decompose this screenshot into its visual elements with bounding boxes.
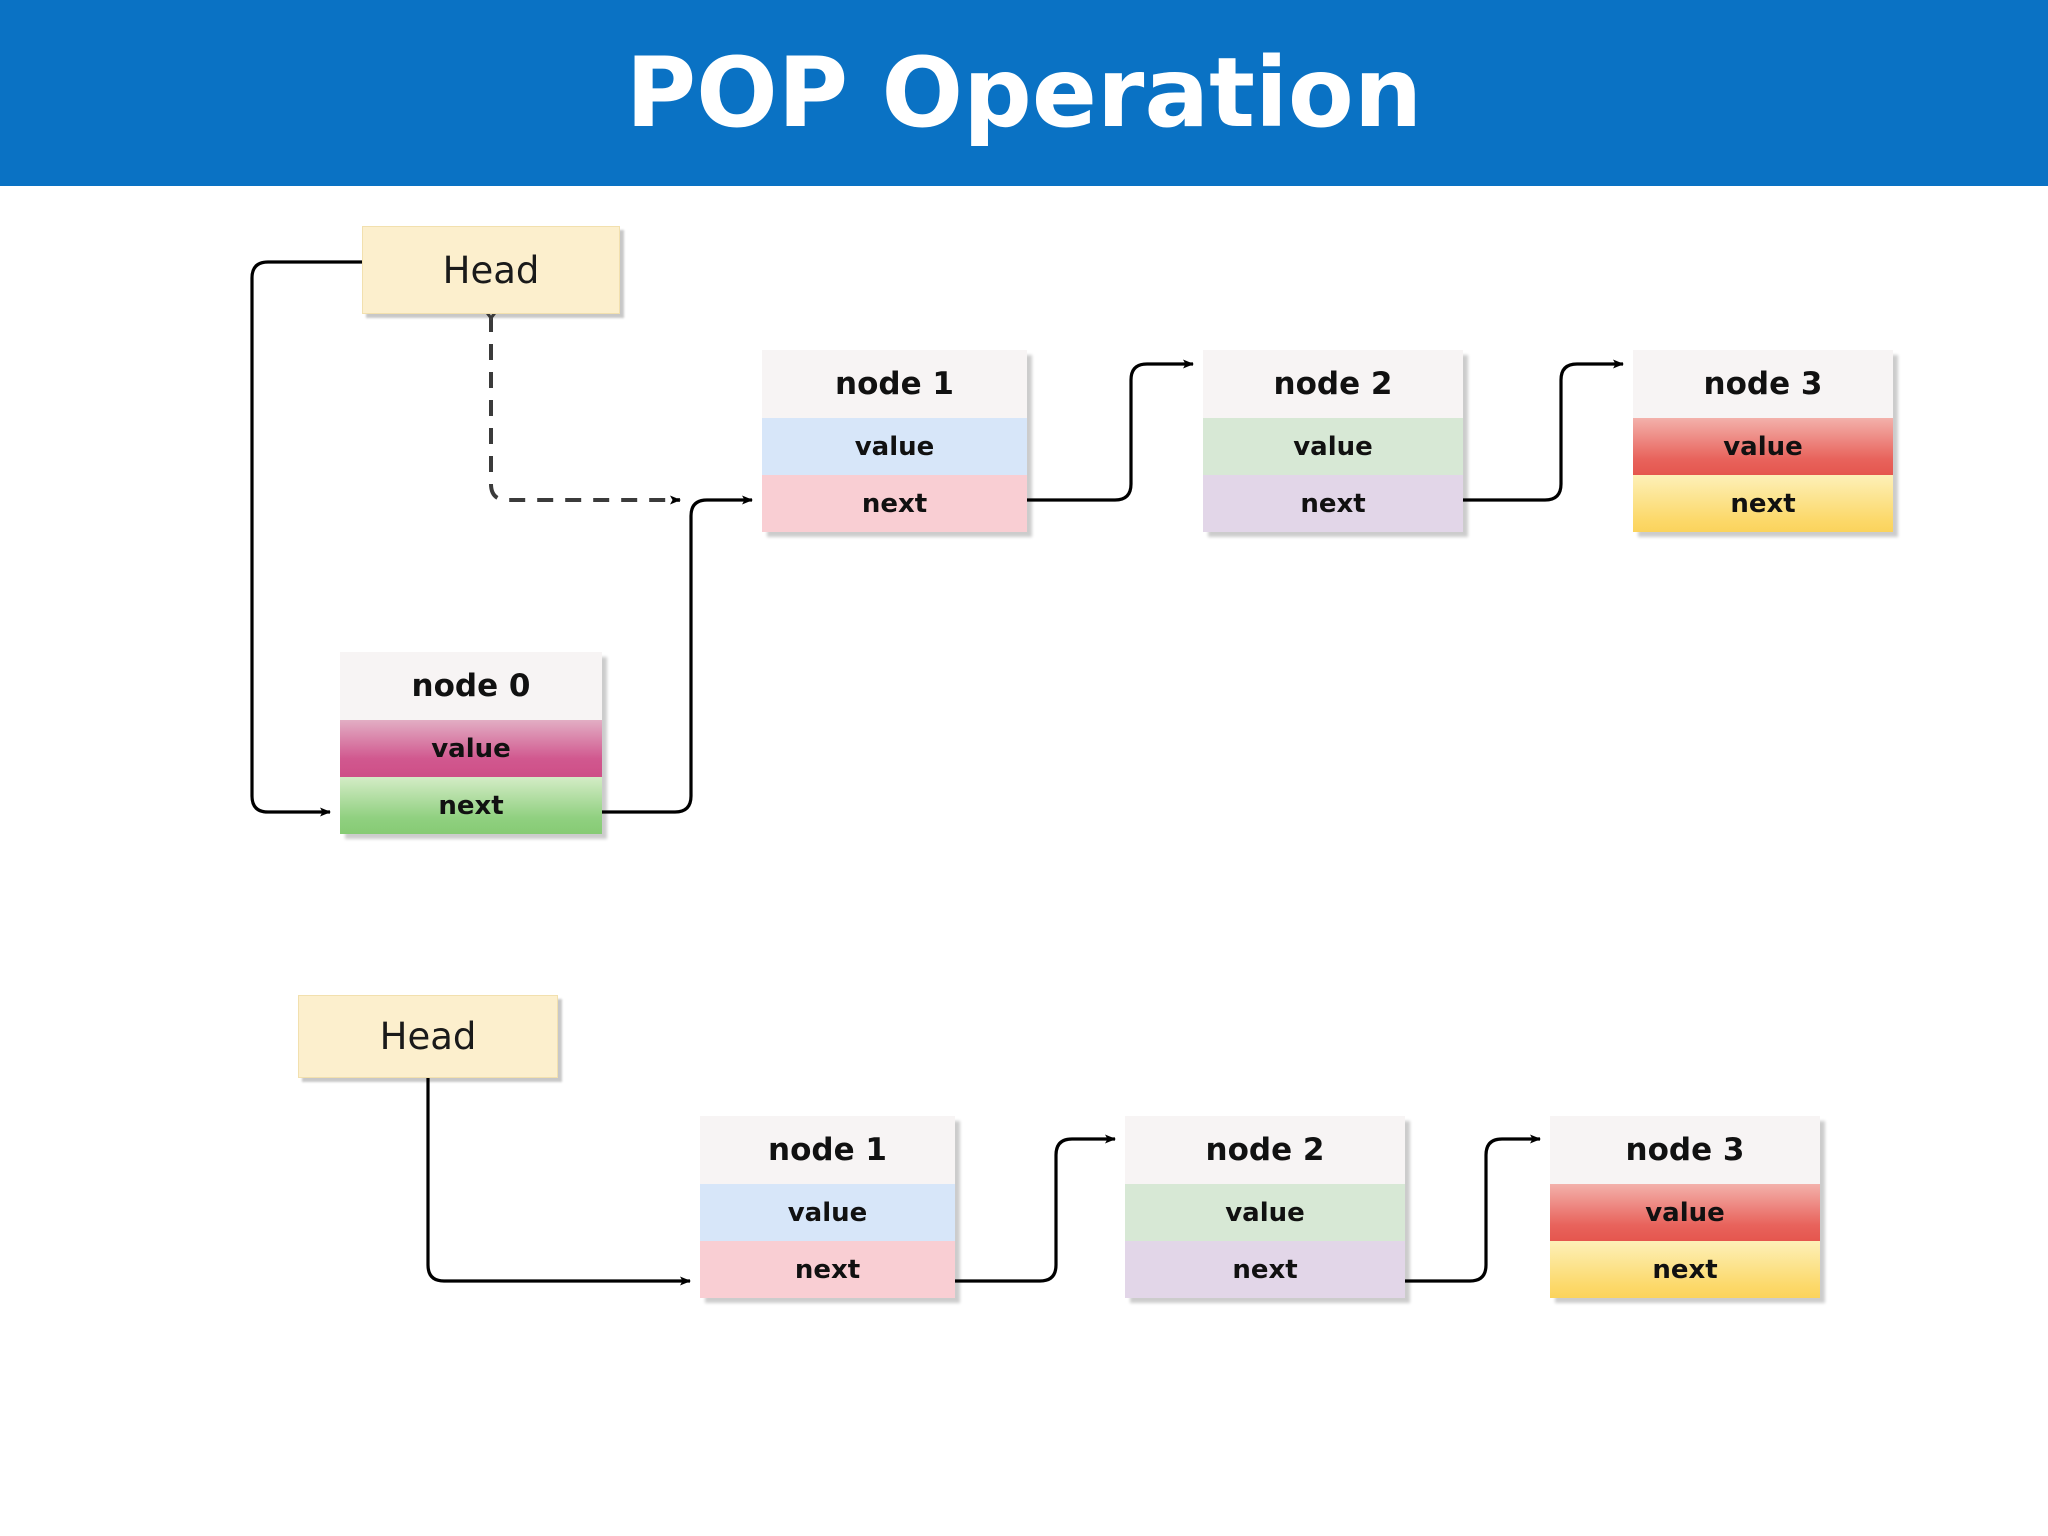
node-next-cell: next xyxy=(762,475,1027,532)
node-next-cell: next xyxy=(1550,1241,1820,1298)
node-box-node1[interactable]: node 1 value next xyxy=(762,350,1027,532)
node-value-cell: value xyxy=(762,418,1027,475)
node-title: node 1 xyxy=(700,1116,955,1184)
wire-node2-to-node3 xyxy=(1463,359,1624,502)
title-banner: POP Operation xyxy=(0,0,2048,186)
wire-node1-to-node2-after xyxy=(955,1134,1116,1283)
node-next-cell: next xyxy=(700,1241,955,1298)
head-label: Head xyxy=(379,1015,477,1058)
node-box-node3[interactable]: node 3 value next xyxy=(1633,350,1893,532)
node-value-cell: value xyxy=(1550,1184,1820,1241)
node-title: node 3 xyxy=(1550,1116,1820,1184)
wire-node2-to-node3-after xyxy=(1405,1134,1541,1283)
node-next-cell: next xyxy=(340,777,602,834)
node-title: node 3 xyxy=(1633,350,1893,418)
node-title: node 1 xyxy=(762,350,1027,418)
node-value-cell: value xyxy=(1203,418,1463,475)
node-value-cell: value xyxy=(340,720,602,777)
wire-head-dashed-to-node1 xyxy=(489,316,681,505)
head-box-before[interactable]: Head xyxy=(362,226,620,314)
node-box-node2-after[interactable]: node 2 value next xyxy=(1125,1116,1405,1298)
node-next-cell: next xyxy=(1203,475,1463,532)
wire-node1-to-node2 xyxy=(1027,359,1194,502)
node-value-cell: value xyxy=(1633,418,1893,475)
node-next-cell: next xyxy=(1633,475,1893,532)
wire-node0-to-node1 xyxy=(600,495,753,814)
wire-head2-to-node1 xyxy=(426,1078,691,1286)
node-title: node 2 xyxy=(1125,1116,1405,1184)
node-box-node3-after[interactable]: node 3 value next xyxy=(1550,1116,1820,1298)
node-value-cell: value xyxy=(700,1184,955,1241)
node-box-node1-after[interactable]: node 1 value next xyxy=(700,1116,955,1298)
head-label: Head xyxy=(442,248,540,292)
node-title: node 0 xyxy=(340,652,602,720)
node-value-cell: value xyxy=(1125,1184,1405,1241)
head-box-after[interactable]: Head xyxy=(298,995,558,1078)
node-box-node0[interactable]: node 0 value next xyxy=(340,652,602,834)
node-next-cell: next xyxy=(1125,1241,1405,1298)
node-title: node 2 xyxy=(1203,350,1463,418)
node-box-node2[interactable]: node 2 value next xyxy=(1203,350,1463,532)
page-title: POP Operation xyxy=(625,37,1423,149)
